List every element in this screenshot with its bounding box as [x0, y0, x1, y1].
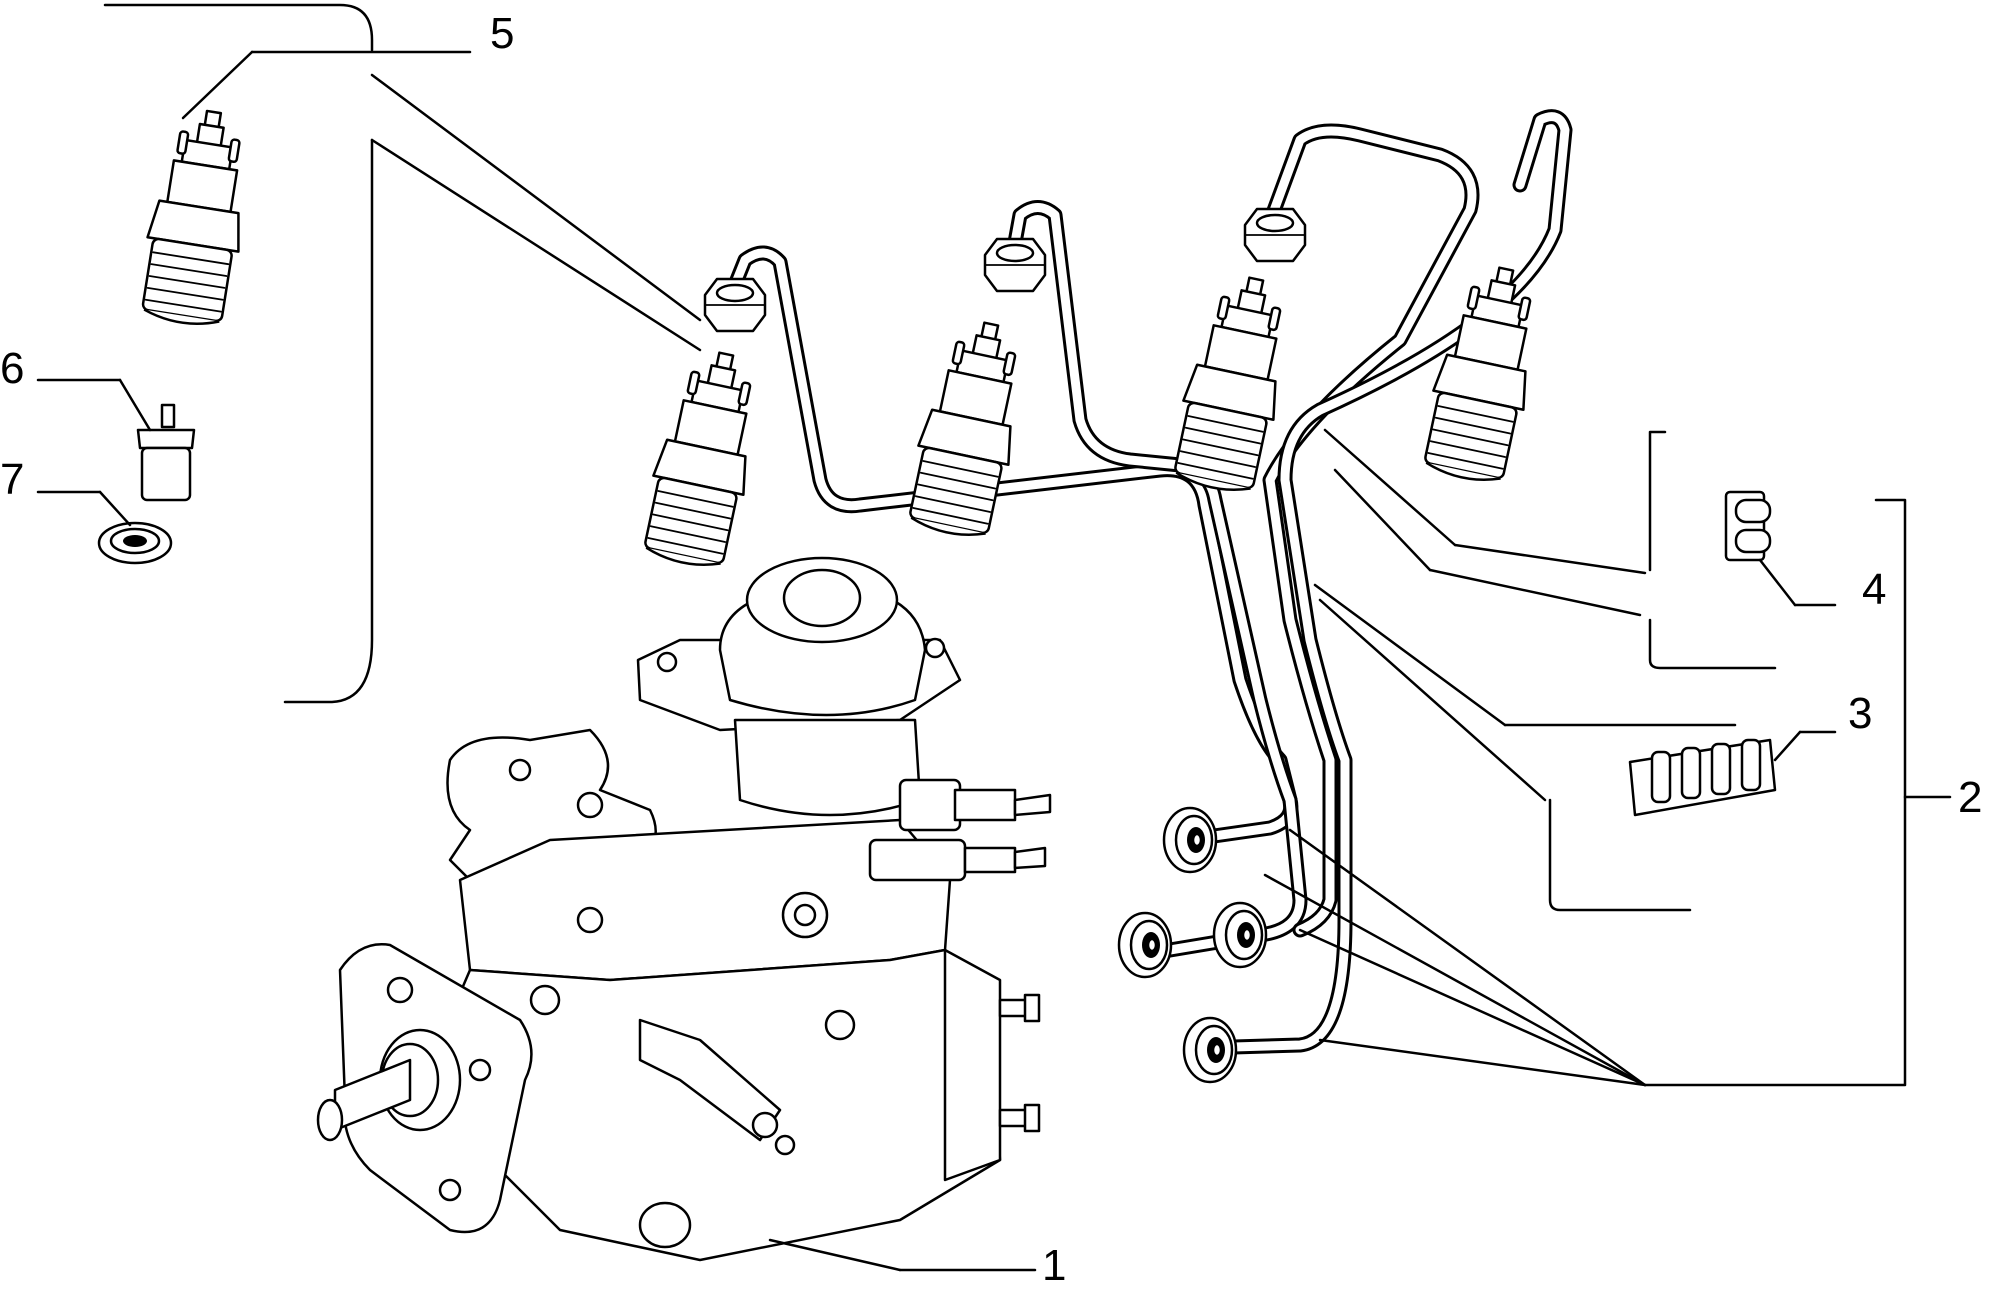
pipe-clip-4: [1724, 490, 1837, 607]
injector-2: [900, 313, 1038, 544]
sealing-washer: [36, 490, 173, 565]
callout-4: 4: [1862, 565, 1886, 614]
pipe-clip-3: [1628, 730, 1837, 817]
callout-7: 7: [0, 455, 24, 504]
injector-4: [1415, 258, 1553, 489]
injector-1: [635, 343, 773, 574]
clip-leaders: [1313, 428, 1777, 912]
callout-2: 2: [1958, 773, 1982, 822]
injector-holder-spare: [133, 103, 261, 331]
callout-6: 6: [0, 344, 24, 393]
injection-pump: [316, 556, 1052, 1272]
injector-nozzle: [36, 378, 196, 502]
group-2-bracket: [1263, 498, 1952, 1087]
group-5-bracket: [103, 3, 702, 704]
callout-5: 5: [490, 9, 514, 58]
callout-3: 3: [1848, 689, 1872, 738]
callout-1: 1: [1042, 1241, 1066, 1290]
